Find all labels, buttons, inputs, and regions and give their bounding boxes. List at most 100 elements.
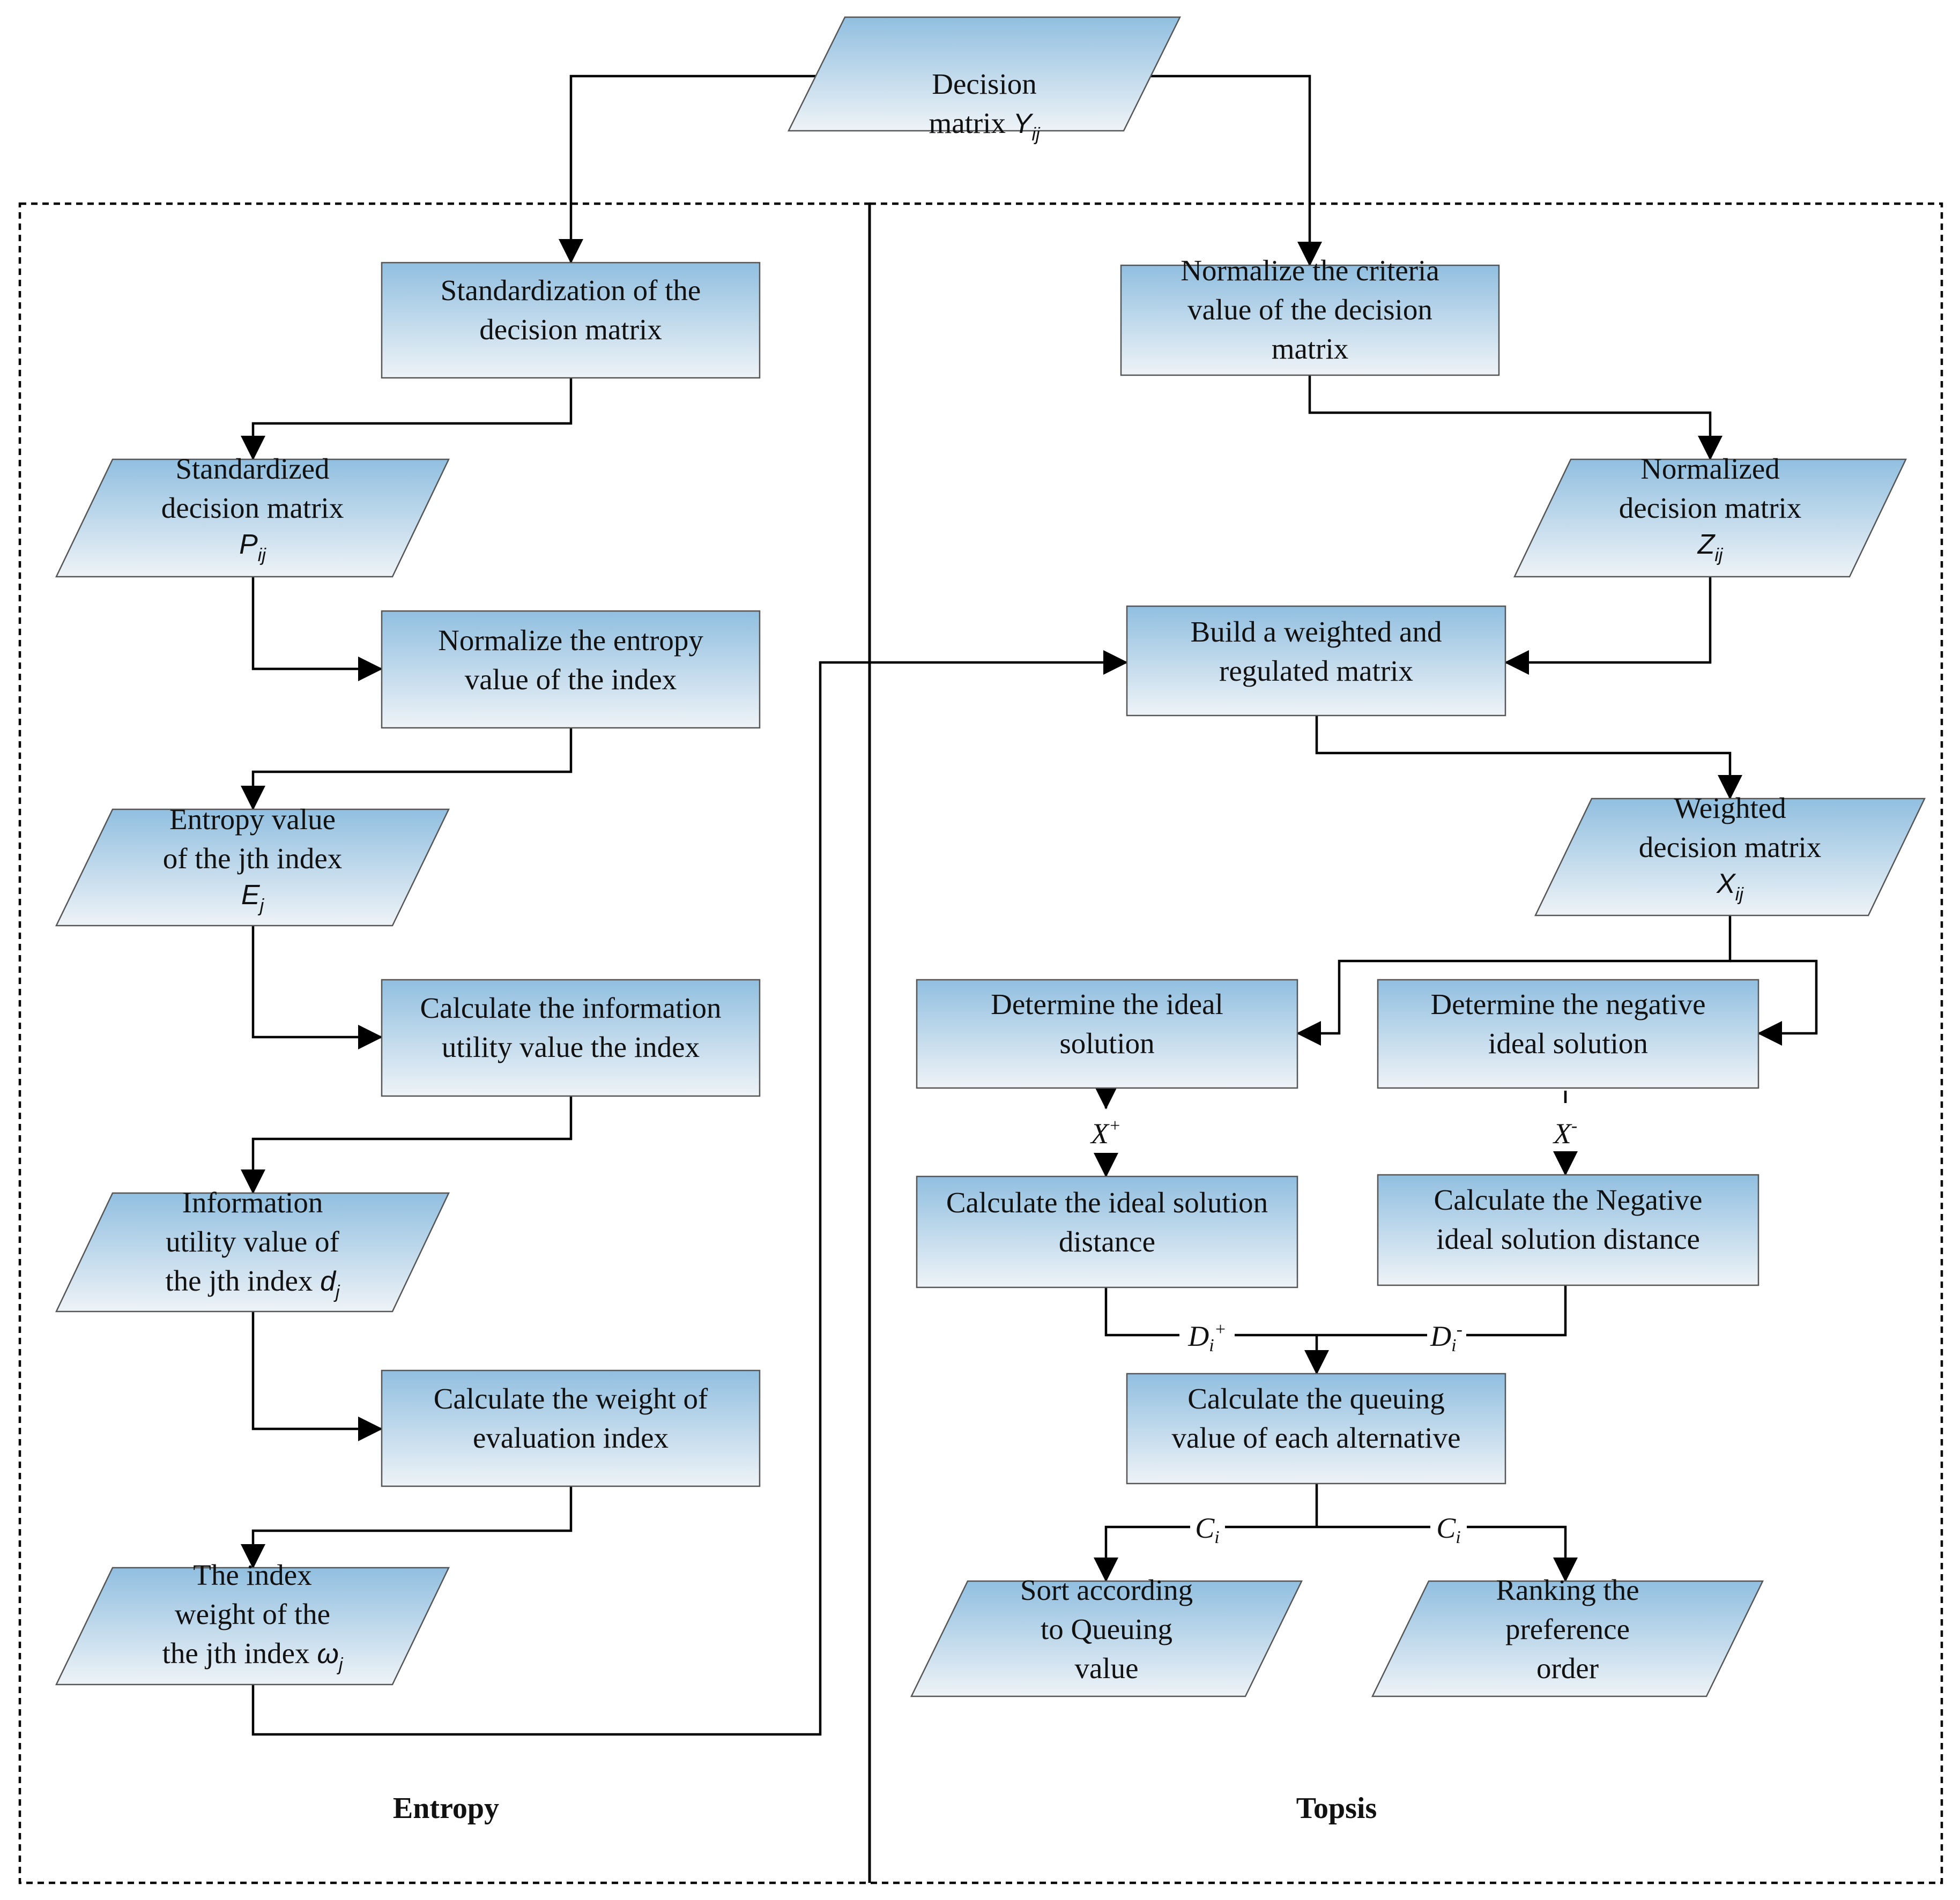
c-left-label: Ci bbox=[1195, 1512, 1219, 1547]
calc-negative-distance-box bbox=[1377, 1174, 1759, 1286]
calc-negative-distance-line-1: Calculate the Negative bbox=[1434, 1183, 1703, 1216]
info-utility-value-symbol-sub: j bbox=[333, 1282, 340, 1302]
standardization-node: Standardization of the decision matrix bbox=[381, 262, 761, 379]
x-plus-label: X+ bbox=[1090, 1116, 1121, 1150]
standardization-box bbox=[381, 262, 761, 379]
entropy-value-symbol-sub: j bbox=[258, 896, 265, 916]
arrow-decision-to-standardization bbox=[559, 74, 818, 264]
info-utility-value-symbol: d bbox=[320, 1266, 337, 1297]
sort-queuing-line-2: to Queuing bbox=[1041, 1613, 1172, 1645]
calc-weight-box bbox=[381, 1369, 761, 1487]
calc-queuing-line-1: Calculate the queuing bbox=[1187, 1382, 1445, 1415]
arrow-queuing-to-ranking bbox=[1467, 1525, 1578, 1582]
determine-negative-box bbox=[1377, 979, 1759, 1089]
entropy-value-symbol: E bbox=[241, 880, 261, 911]
normalize-entropy-line-2: value of the index bbox=[465, 663, 677, 696]
line-negative-distance-to-queuing bbox=[1466, 1285, 1567, 1337]
index-weight-shape bbox=[55, 1567, 450, 1686]
normalize-criteria-line-1: Normalize the criteria bbox=[1181, 254, 1439, 287]
determine-ideal-box bbox=[916, 979, 1298, 1089]
arrow-normalize-entropy-to-entropy-value bbox=[241, 728, 573, 810]
normalize-entropy-box bbox=[381, 610, 761, 729]
ranking-shape bbox=[1371, 1580, 1764, 1697]
calc-ideal-distance-line-2: distance bbox=[1059, 1225, 1155, 1258]
entropy-value-shape bbox=[55, 808, 450, 927]
calc-ideal-distance-node: Calculate the ideal solution distance bbox=[916, 1175, 1298, 1288]
calc-info-utility-line-2: utility value the index bbox=[442, 1031, 700, 1063]
d-plus-label: Di+ bbox=[1187, 1320, 1226, 1355]
arrow-entropy-value-to-calc-info bbox=[251, 926, 383, 1049]
arrow-queuing-to-sort bbox=[1094, 1525, 1190, 1582]
standardized-matrix-symbol-line: Pij bbox=[239, 529, 266, 565]
sort-queuing-shape bbox=[910, 1580, 1303, 1697]
normalized-matrix-symbol-line: Zij bbox=[1697, 529, 1724, 565]
sort-queuing-line-1: Sort according bbox=[1020, 1574, 1193, 1606]
arrow-calc-info-to-info-utility bbox=[241, 1096, 573, 1194]
normalized-matrix-shape bbox=[1513, 458, 1907, 578]
decision-matrix-line-2: matrix Yij bbox=[929, 107, 1041, 145]
standardization-line-2: decision matrix bbox=[479, 313, 662, 346]
weighted-matrix-line-1: Weighted bbox=[1674, 792, 1786, 824]
normalized-matrix-symbol-sub: ij bbox=[1714, 545, 1724, 565]
index-weight-line-3: the jth index ωj bbox=[162, 1637, 344, 1675]
weighted-matrix-symbol-line: Xij bbox=[1716, 868, 1744, 905]
decision-matrix-shape bbox=[787, 16, 1182, 132]
topsis-label: Topsis bbox=[1296, 1792, 1377, 1825]
entropy-value-symbol-line: Ej bbox=[241, 880, 265, 916]
arrow-weighted-to-determine-negative bbox=[1730, 959, 1818, 1046]
entropy-value-line-2: of the jth index bbox=[163, 842, 343, 875]
determine-ideal-line-1: Determine the ideal bbox=[991, 988, 1223, 1020]
arrow-index-weight-to-build-weighted bbox=[251, 650, 1128, 1736]
standardized-matrix-shape bbox=[55, 458, 450, 578]
weighted-matrix-shape bbox=[1534, 798, 1926, 917]
arrow-decision-to-normalize-criteria bbox=[1150, 74, 1322, 266]
line-ideal-distance-to-queuing bbox=[1104, 1287, 1179, 1337]
standardized-matrix-line-2: decision matrix bbox=[161, 491, 344, 524]
arrow-normalize-criteria-to-normalized-matrix bbox=[1308, 375, 1723, 460]
normalize-criteria-box bbox=[1120, 264, 1500, 376]
build-weighted-line-2: regulated matrix bbox=[1219, 654, 1413, 687]
arrow-normalized-matrix-to-build-weighted bbox=[1504, 577, 1712, 675]
sort-queuing-node: Sort according to Queuing value bbox=[910, 1574, 1303, 1697]
calc-ideal-distance-line-1: Calculate the ideal solution bbox=[946, 1186, 1268, 1219]
ranking-line-2: preference bbox=[1505, 1613, 1630, 1645]
build-weighted-box bbox=[1126, 605, 1506, 717]
weighted-matrix-symbol: X bbox=[1716, 868, 1736, 899]
standardization-line-1: Standardization of the bbox=[441, 274, 701, 307]
weighted-matrix-symbol-sub: ij bbox=[1735, 884, 1744, 905]
standardized-matrix-line-1: Standardized bbox=[175, 452, 329, 485]
arrow-build-weighted-to-weighted-matrix bbox=[1315, 716, 1742, 800]
normalize-criteria-line-2: value of the decision bbox=[1187, 293, 1432, 326]
build-weighted-node: Build a weighted and regulated matrix bbox=[1126, 605, 1506, 717]
calc-queuing-box bbox=[1126, 1373, 1506, 1485]
calc-weight-line-1: Calculate the weight of bbox=[434, 1382, 708, 1415]
index-weight-symbol-sub: j bbox=[337, 1655, 344, 1675]
determine-negative-line-2: ideal solution bbox=[1488, 1027, 1648, 1060]
calc-info-utility-box bbox=[381, 979, 761, 1097]
sort-queuing-line-3: value bbox=[1074, 1652, 1138, 1685]
normalized-matrix-line-1: Normalized bbox=[1640, 452, 1780, 485]
build-weighted-line-1: Build a weighted and bbox=[1191, 615, 1442, 648]
normalize-criteria-node: Normalize the criteria value of the decis… bbox=[1120, 254, 1500, 376]
entropy-label: Entropy bbox=[393, 1792, 499, 1825]
calc-ideal-distance-box bbox=[916, 1175, 1298, 1288]
info-utility-value-line-1: Information bbox=[182, 1186, 323, 1219]
arrow-info-utility-to-calc-weight bbox=[251, 1312, 383, 1441]
normalized-matrix-line-2: decision matrix bbox=[1619, 491, 1802, 524]
arrow-weighted-to-determine-ideal bbox=[1296, 915, 1732, 1046]
connectors bbox=[241, 74, 1818, 1736]
arrow-calc-weight-to-index-weight bbox=[241, 1486, 573, 1569]
decision-matrix-symbol: Y bbox=[1013, 108, 1034, 139]
